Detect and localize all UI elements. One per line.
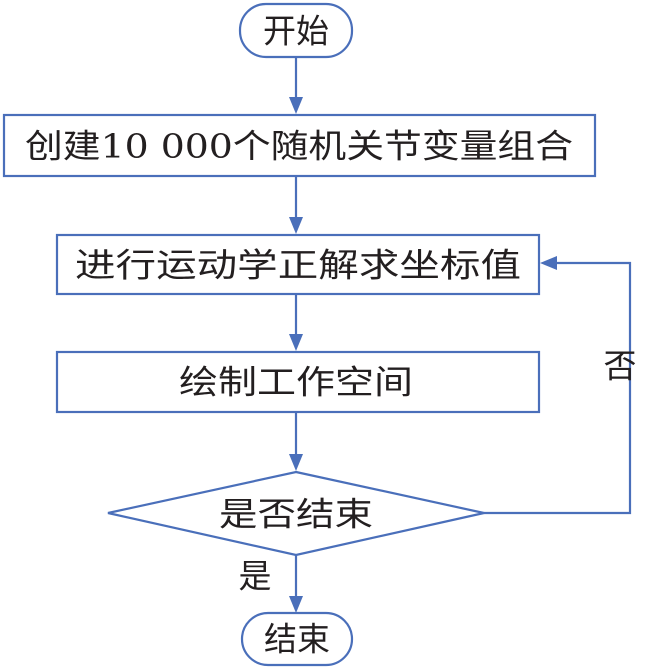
loop-back-connector: [484, 261, 632, 515]
end-terminator: [240, 611, 354, 667]
yes-label: 是: [239, 557, 272, 596]
start-terminator: [238, 2, 354, 59]
no-label: 否: [604, 347, 637, 386]
arrowhead-step2: [289, 217, 303, 234]
step-forward-kinematics-label: 进行运动学正解求坐标值: [75, 246, 521, 285]
step-create-combinations-label: 创建10 000个随机关节变量组合: [25, 127, 573, 166]
arrowhead-decision: [289, 454, 303, 471]
step-draw-workspace: [55, 350, 541, 414]
step-draw-workspace-label: 绘制工作空间: [179, 363, 413, 402]
step-create-combinations: [2, 113, 597, 178]
arrowhead-end: [289, 596, 303, 613]
arrowhead-step3: [289, 334, 303, 351]
step-forward-kinematics: [55, 233, 541, 296]
arrowhead-step1: [289, 97, 303, 114]
decision-diamond: [107, 470, 485, 557]
decision-label: 是否结束: [219, 495, 373, 534]
end-label: 结束: [264, 620, 330, 659]
arrowhead-loop: [540, 256, 557, 270]
start-label: 开始: [263, 12, 329, 51]
